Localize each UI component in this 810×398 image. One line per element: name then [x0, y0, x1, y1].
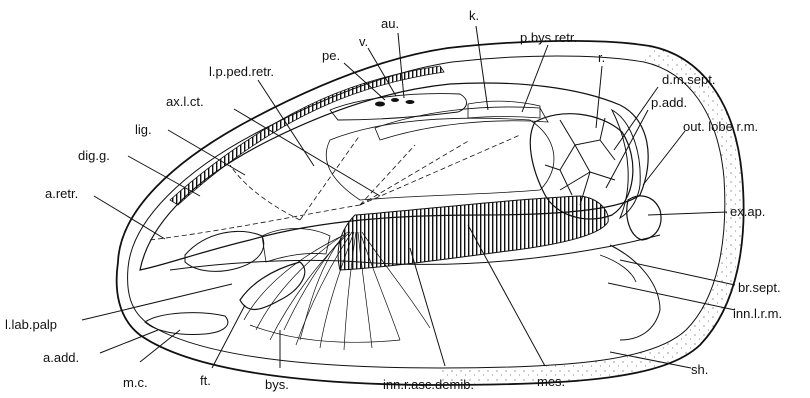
label-sh: sh.: [691, 362, 708, 377]
label-a-add: a.add.: [43, 350, 79, 365]
label-a-retr: a.retr.: [45, 186, 78, 201]
label-v: v.: [359, 34, 368, 49]
label-p-add: p.add.: [651, 95, 687, 110]
label-k: k.: [469, 8, 479, 23]
label-mes: mes.: [537, 374, 565, 389]
auricle-ventricle: [375, 98, 415, 107]
label-inn-r-asc-demib: inn.r.asc.demib.: [383, 377, 474, 392]
label-dig-g: dig.g.: [78, 148, 110, 163]
label-pe: pe.: [322, 48, 340, 63]
label-br-sept: br.sept.: [738, 280, 781, 295]
label-p-bys-retr: p.bys.retr.: [520, 30, 577, 45]
label-inn-l-rm: inn.l.r.m.: [733, 306, 782, 321]
label-au: au.: [381, 16, 399, 31]
label-ex-ap: ex.ap.: [730, 204, 765, 219]
label-l-p-ped-retr: l.p.ped.retr.: [209, 64, 274, 79]
label-r: r.: [598, 50, 605, 65]
exhalant-aperture: [627, 196, 661, 240]
retractor-muscle-band: [326, 118, 554, 200]
kidney: [468, 101, 540, 118]
label-out-lobe-rm: out. lobe r.m.: [683, 119, 758, 134]
label-bys: bys.: [265, 377, 289, 392]
label-ft: ft.: [200, 373, 211, 388]
branchial-septum: [600, 255, 636, 282]
label-l-lab-palp: l.lab.palp: [5, 317, 57, 332]
label-d-m-sept: d.m.sept.: [662, 72, 715, 87]
pericardium: [330, 94, 467, 120]
anterior-adductor: [145, 313, 228, 335]
label-lig: lig.: [135, 122, 152, 137]
label-ax-l-ct: ax.l.ct.: [166, 94, 204, 109]
labial-palp: [185, 231, 264, 271]
label-m-c: m.c.: [123, 375, 148, 390]
gill-ascending-demibranch: [338, 196, 608, 270]
anterior-retractor: [262, 229, 330, 263]
body-drawing: [140, 66, 661, 350]
